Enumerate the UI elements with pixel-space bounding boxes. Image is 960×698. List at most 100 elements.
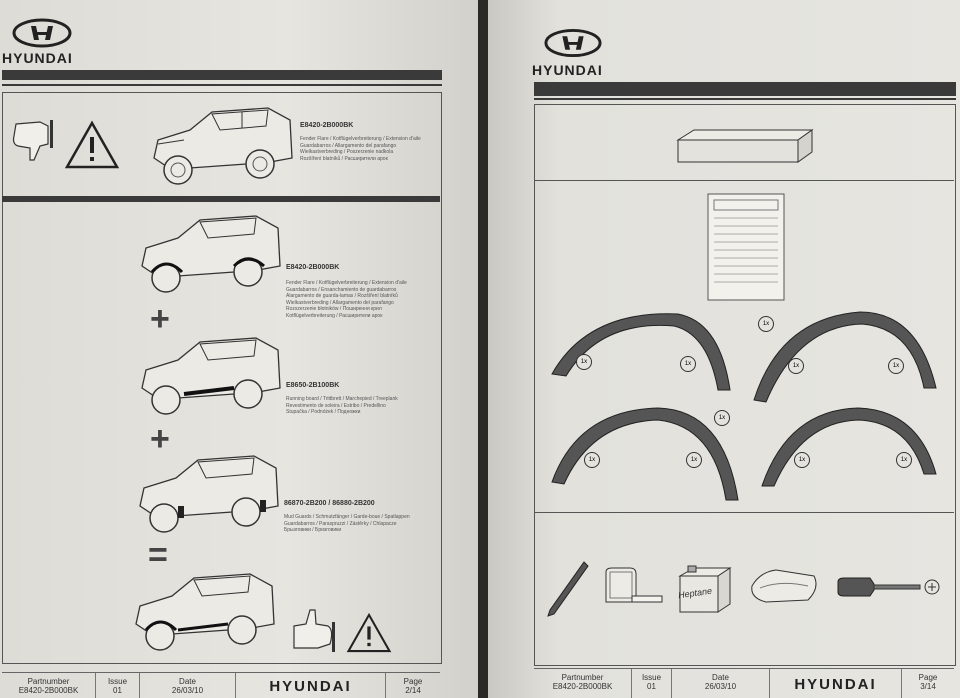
part-number-mud-guards: 86870-2B200 / 86880-2B200: [284, 500, 375, 507]
car-illustration: [141, 215, 281, 293]
qty-badge: 1x: [794, 452, 810, 468]
footer-date: Date 26/03/10: [672, 669, 770, 698]
desc-line: Mud Guards / Schmutzfänger / Garde-boue …: [284, 514, 410, 520]
footer-issue: Issue 01: [632, 669, 672, 698]
qty-badge: 1x: [680, 356, 696, 372]
footer-value: 2/14: [405, 686, 421, 695]
desc-line: Wielkastverbreding / Allargamento del pa…: [286, 299, 394, 306]
fender-flare-rear-right: [761, 407, 937, 487]
footer-value: 01: [647, 682, 656, 691]
footer-value: 26/03/10: [171, 686, 204, 695]
footer-value: E8420-2B000BK: [18, 686, 79, 695]
desc-line: Wielkastverbreding / Poszerzenie nadkola: [300, 149, 394, 155]
qty-badge: 1x: [576, 354, 592, 370]
footer: Partnumber E8420-2B000BK Issue 01 Date 2…: [2, 672, 440, 698]
package-box-icon: [676, 129, 814, 163]
footer-label: Page: [918, 673, 938, 682]
footer-date: Date 26/03/10: [140, 673, 236, 698]
desc-line: Fender Flare / Kotflügelverbreiterung / …: [300, 136, 421, 142]
description-top: Fender Flare / Kotflügelverbreiterung / …: [300, 136, 440, 162]
plus-sign: +: [150, 420, 170, 458]
header-bar: [2, 70, 442, 80]
desc-line: Rozšíření blatníků / Расширители арок: [300, 155, 388, 162]
warning-icon: [64, 120, 120, 169]
desc-line: Stupačka / Podnóżek / Подножки: [286, 409, 361, 415]
warning-icon: [346, 612, 392, 653]
brand-wordmark: HYUNDAI: [532, 62, 603, 78]
desc-line: Guardabarros / Ensanchamiento de guardab…: [286, 286, 397, 293]
footer-value: 3/14: [920, 682, 936, 691]
fender-flare-front-right: [753, 311, 937, 403]
footer-partnumber: Partnumber E8420-2B000BK: [2, 673, 96, 698]
header-rule: [534, 98, 956, 100]
screwdriver-icon: [837, 577, 940, 597]
footer-partnumber: Partnumber E8420-2B000BK: [534, 669, 632, 698]
thumbs-up-icon: [293, 609, 335, 652]
hyundai-logo-icon: [544, 28, 602, 58]
footer-value: E8420-2B000BK: [552, 682, 613, 691]
cleaning-cloth-icon: [751, 569, 817, 603]
footer-brand: HYUNDAI: [236, 673, 386, 698]
header-bar: [534, 82, 956, 96]
footer-value: 26/03/10: [704, 682, 737, 691]
footer-label: Issue: [641, 673, 662, 682]
footer: Partnumber E8420-2B000BK Issue 01 Date 2…: [534, 668, 954, 698]
row-divider: [534, 512, 954, 513]
plus-sign: +: [150, 300, 170, 338]
desc-line: Fender Flare / Kotflügelverbreiterung / …: [286, 280, 407, 286]
part-number-top: E8420-2B000BK: [300, 122, 354, 129]
footer-label: Issue: [107, 677, 128, 686]
qty-badge: 1x: [888, 358, 904, 374]
footer-issue: Issue 01: [96, 673, 140, 698]
car-illustration: [153, 107, 293, 185]
qty-badge: 1x: [896, 452, 912, 468]
tape-measure-icon: [605, 567, 663, 603]
left-page: HYUNDAI E8420-2B000BK Fender Flare / Kot…: [0, 0, 478, 698]
description-mud-guards: Mud Guards / Schmutzfänger / Garde-boue …: [284, 514, 434, 534]
desc-line: Брызговики / Бризговики: [284, 527, 342, 533]
footer-label: Page: [403, 677, 423, 686]
footer-page: Page 2/14: [386, 673, 440, 698]
heptane-can-icon: [678, 565, 732, 613]
footer-label: Partnumber: [27, 677, 70, 686]
footer-label: Partnumber: [561, 673, 604, 682]
desc-line: Guardabarros / Allargamento del parafang…: [300, 142, 397, 149]
content-frame: [2, 92, 442, 664]
content-frame: [534, 104, 956, 666]
desc-line: Guardabarros / Paraspruzzi / Zástěrky / …: [284, 520, 397, 527]
car-illustration: [141, 337, 281, 415]
desc-line: Alargamento de guarda-lamas / Rozšíření …: [286, 293, 398, 299]
part-number-fender: E8420-2B000BK: [286, 264, 340, 271]
qty-badge: 1x: [758, 316, 774, 332]
part-number-running-board: E8650-2B100BK: [286, 382, 340, 389]
fender-flare-rear-left: [551, 407, 739, 501]
brand-wordmark: HYUNDAI: [2, 50, 73, 66]
footer-page: Page 3/14: [902, 669, 954, 698]
hyundai-logo-icon: [12, 18, 72, 48]
car-illustration: [139, 455, 279, 533]
section-divider: [2, 196, 440, 202]
footer-label: Date: [712, 673, 729, 682]
header-rule: [2, 84, 442, 86]
desc-line: Rozszerzenie błotników / Поширення крил: [286, 306, 382, 312]
footer-brand: HYUNDAI: [770, 669, 902, 698]
thumbs-down-icon: [12, 120, 53, 161]
right-page: HYUNDAI 1x 1x 1x 1x 1x 1x 1x 1x 1x 1: [488, 0, 960, 698]
row-divider: [534, 180, 954, 181]
qty-badge: 1x: [584, 452, 600, 468]
marker-pen-icon: [547, 561, 589, 617]
equals-sign: =: [148, 536, 168, 574]
car-illustration: [135, 573, 275, 651]
qty-badge: 1x: [714, 410, 730, 426]
description-fender: Fender Flare / Kotflügelverbreiterung / …: [286, 280, 436, 319]
desc-line: Revestimento de soleira / Estribo / Pred…: [286, 402, 386, 409]
fender-flare-front-left: [551, 313, 731, 391]
qty-badge: 1x: [788, 358, 804, 374]
footer-value: 01: [113, 686, 122, 695]
desc-line: Running board / Trittbrett / Marchepied …: [286, 396, 398, 402]
instruction-sheet-icon: [707, 193, 785, 301]
desc-line: Kotflügelverbreiterung / Расширители аро…: [286, 312, 383, 319]
footer-label: Date: [179, 677, 196, 686]
qty-badge: 1x: [686, 452, 702, 468]
description-running-board: Running board / Trittbrett / Marchepied …: [286, 396, 436, 416]
